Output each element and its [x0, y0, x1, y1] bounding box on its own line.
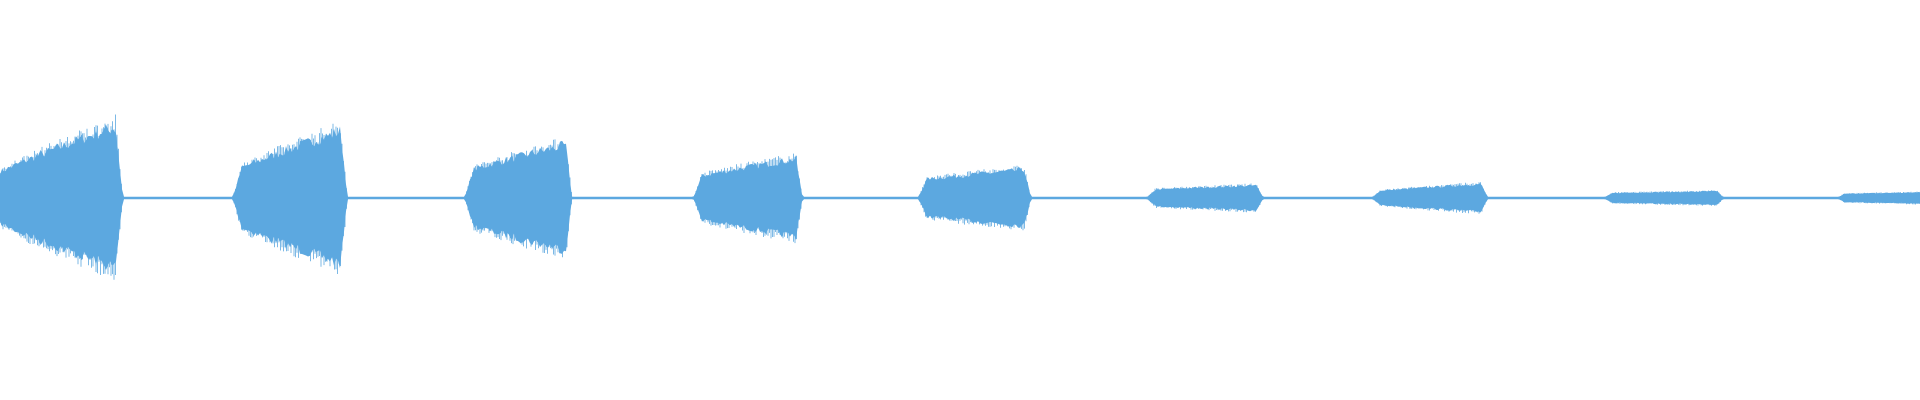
- waveform-spikes: [0, 114, 1920, 280]
- waveform-group: [0, 114, 1920, 280]
